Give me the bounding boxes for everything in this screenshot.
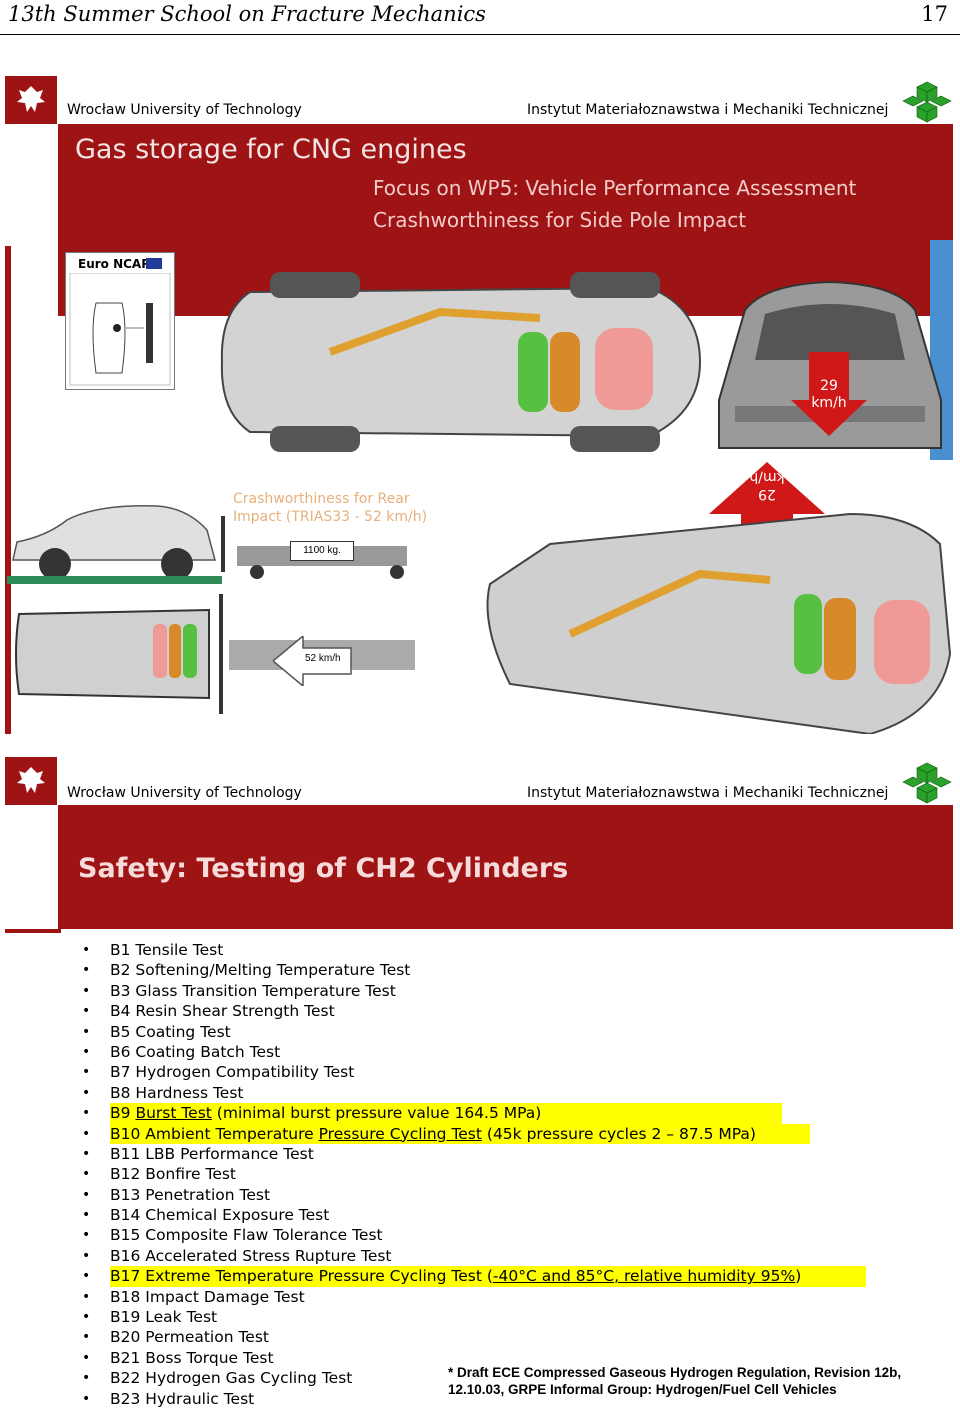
university-logo-2 [5, 757, 57, 805]
list-item: B13 Penetration Test [82, 1185, 866, 1206]
mass-label: 1100 kg. [290, 541, 354, 561]
list-item: B15 Composite Flaw Tolerance Test [82, 1225, 866, 1246]
regulation-footnote: * Draft ECE Compressed Gaseous Hydrogen … [448, 1365, 902, 1397]
temperature-humidity-link[interactable]: -40°C and 85°C, relative humidity 95% [492, 1267, 796, 1286]
euro-ncap-label: Euro NCAP [78, 257, 151, 271]
list-item: B5 Coating Test [82, 1022, 866, 1043]
list-item: B8 Hardness Test [82, 1083, 866, 1104]
test-b3: B3 Glass Transition Temperature Test [110, 981, 396, 1000]
list-item: B2 Softening/Melting Temperature Test [82, 960, 866, 981]
institute-logo [901, 78, 953, 124]
test-b1: B1 Tensile Test [110, 941, 224, 959]
speed-middle-value: 29 [758, 486, 776, 502]
institute-name: Instytut Materiałoznawstwa i Mechaniki T… [527, 102, 889, 118]
list-item: B18 Impact Damage Test [82, 1287, 866, 1308]
car-underbody-rear-impact-diagram [15, 594, 415, 714]
test-b7: B7 Hydrogen Compatibility Test [110, 1063, 355, 1082]
test-b9-prefix: B9 [110, 1104, 136, 1123]
test-b8: B8 Hardness Test [110, 1083, 244, 1102]
test-b11: B11 LBB Performance Test [110, 1144, 314, 1163]
test-b19: B19 Leak Test [110, 1308, 218, 1327]
rear-speed-label: 52 km/h [305, 653, 341, 664]
test-b21: B21 Boss Torque Test [110, 1348, 274, 1367]
test-b17-prefix: B17 Extreme Temperature Pressure Cycling… [110, 1267, 493, 1286]
slide2-accent-strip [5, 929, 61, 933]
slide-safety-testing: Wrocław University of Technology Instytu… [5, 757, 955, 1417]
slide-header-band [5, 76, 955, 126]
test-b17: B17 Extreme Temperature Pressure Cycling… [110, 1266, 866, 1287]
test-b4: B4 Resin Shear Strength Test [110, 1002, 335, 1021]
car-side-view-diagram [7, 505, 222, 584]
impact-arrow-up-icon [709, 462, 825, 546]
slide2-header-band [5, 757, 955, 805]
list-item: B14 Chemical Exposure Test [82, 1205, 866, 1226]
list-item-highlighted: B17 Extreme Temperature Pressure Cycling… [82, 1266, 866, 1287]
page-number: 17 [921, 2, 948, 26]
test-b15: B15 Composite Flaw Tolerance Test [110, 1226, 383, 1245]
pressure-cycling-test-link[interactable]: Pressure Cycling Test [318, 1124, 482, 1143]
test-b12: B12 Bonfire Test [110, 1165, 237, 1184]
test-b17-suffix: ) [795, 1267, 802, 1286]
speed-top-unit: km/h [811, 395, 847, 411]
test-list: B1 Tensile Test B2 Softening/Melting Tem… [82, 940, 866, 1409]
list-item: B7 Hydrogen Compatibility Test [82, 1062, 866, 1083]
institute-name-2: Instytut Materiałoznawstwa i Mechaniki T… [527, 785, 889, 801]
list-item: B12 Bonfire Test [82, 1164, 866, 1185]
list-item: B6 Coating Batch Test [82, 1042, 866, 1063]
speed-top-value: 29 [820, 378, 838, 394]
list-item: B3 Glass Transition Temperature Test [82, 981, 866, 1002]
list-item: B21 Boss Torque Test [82, 1348, 866, 1369]
university-logo [5, 76, 57, 124]
test-b13: B13 Penetration Test [110, 1185, 271, 1204]
list-item: B1 Tensile Test [82, 940, 866, 961]
test-b10-prefix: B10 Ambient Temperature [110, 1124, 319, 1143]
university-name: Wrocław University of Technology [67, 102, 302, 118]
document-title: 13th Summer School on Fracture Mechanics [8, 2, 486, 26]
burst-test-link[interactable]: Burst Test [135, 1104, 212, 1123]
test-b14: B14 Chemical Exposure Test [110, 1206, 330, 1225]
impact-arrow-down-icon [791, 352, 867, 436]
car-underbody-angled-diagram [486, 512, 952, 734]
list-item: B16 Accelerated Stress Rupture Test [82, 1246, 866, 1267]
test-b20: B20 Permeation Test [110, 1328, 269, 1347]
slide-title: Gas storage for CNG engines [75, 134, 467, 165]
impact-arrow-left-icon [273, 636, 352, 686]
left-accent-strip [5, 246, 11, 734]
eu-flag-icon [146, 258, 162, 269]
slide2-title: Safety: Testing of CH2 Cylinders [78, 853, 569, 884]
list-item: B20 Permeation Test [82, 1327, 866, 1348]
test-b10-suffix: (45k pressure cycles 2 – 87.5 MPa) [481, 1124, 756, 1143]
euro-ncap-diagram: Euro NCAP [65, 252, 175, 390]
slide-subtitle-side-pole: Crashworthiness for Side Pole Impact [373, 208, 747, 232]
test-b9: B9 Burst Test (minimal burst pressure va… [110, 1103, 782, 1124]
test-b10: B10 Ambient Temperature Pressure Cycling… [110, 1123, 810, 1144]
slide-gas-storage: Wrocław University of Technology Instytu… [5, 76, 955, 734]
test-b22: B22 Hydrogen Gas Cycling Test [110, 1369, 353, 1388]
speed-label-middle: 29 km/h [743, 468, 791, 502]
list-item-highlighted: B10 Ambient Temperature Pressure Cycling… [82, 1123, 866, 1144]
document-header [0, 0, 960, 35]
test-b18: B18 Impact Damage Test [110, 1287, 305, 1306]
speed-middle-unit: km/h [749, 469, 785, 485]
list-item: B23 Hydraulic Test [82, 1389, 866, 1410]
list-item: B4 Resin Shear Strength Test [82, 1001, 866, 1022]
slide-subtitle-wp5: Focus on WP5: Vehicle Performance Assess… [373, 176, 857, 200]
university-name-2: Wrocław University of Technology [67, 785, 302, 801]
list-item: B19 Leak Test [82, 1307, 866, 1328]
car-underbody-top-diagram [220, 272, 702, 452]
slide2-title-bar [58, 805, 953, 929]
test-b6: B6 Coating Batch Test [110, 1042, 281, 1061]
test-b23: B23 Hydraulic Test [110, 1389, 255, 1408]
speed-label-top: 29 km/h [805, 378, 853, 412]
rear-impact-label: Crashworthiness for Rear Impact (TRIAS33… [233, 491, 428, 525]
test-b9-suffix: (minimal burst pressure value 164.5 MPa) [211, 1104, 542, 1123]
test-b5: B5 Coating Test [110, 1022, 231, 1041]
list-item: B22 Hydrogen Gas Cycling Test [82, 1368, 866, 1389]
list-item: B11 LBB Performance Test [82, 1144, 866, 1165]
institute-logo-2 [901, 759, 953, 805]
test-b16: B16 Accelerated Stress Rupture Test [110, 1246, 392, 1265]
test-b2: B2 Softening/Melting Temperature Test [110, 961, 411, 980]
list-item-highlighted: B9 Burst Test (minimal burst pressure va… [82, 1103, 866, 1124]
